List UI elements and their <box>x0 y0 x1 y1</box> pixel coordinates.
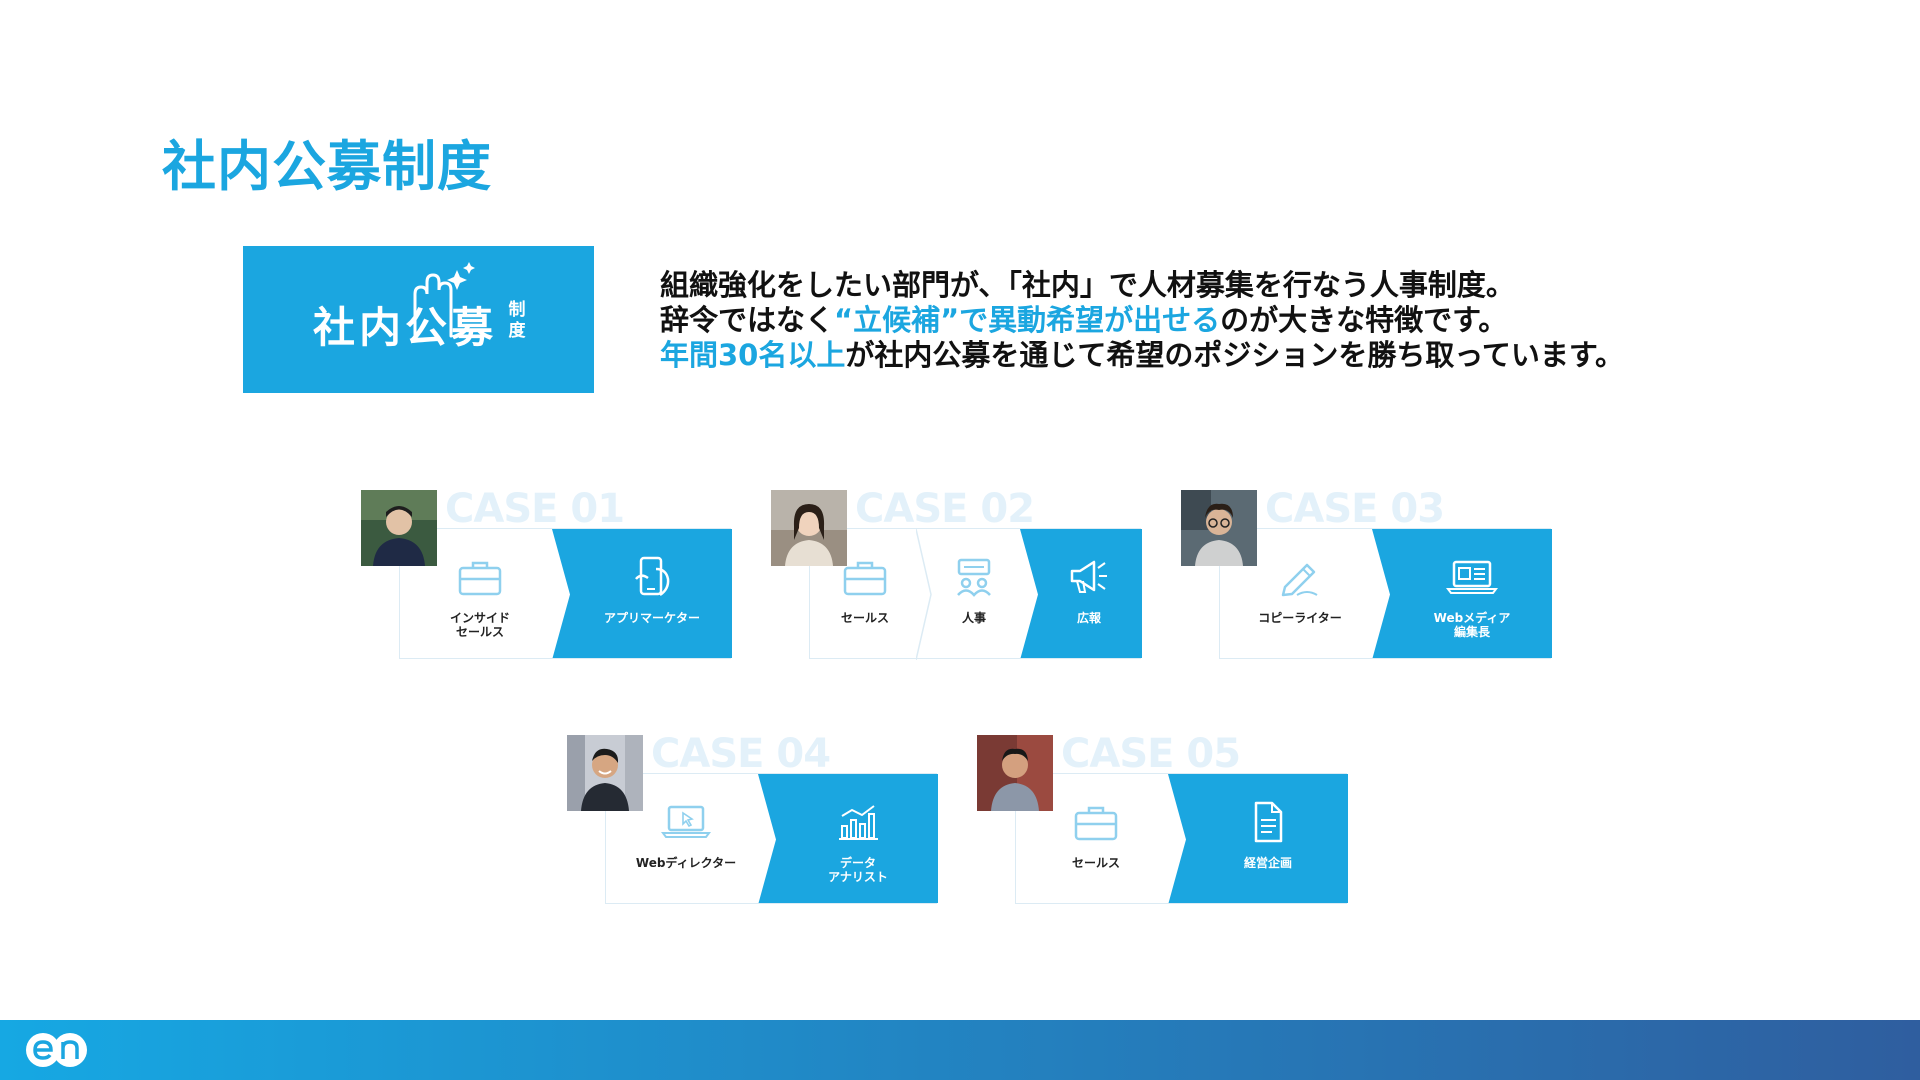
case-card-04: CASE 04 Webディレクター データ アナリスト <box>567 731 938 915</box>
news-laptop-icon <box>1446 560 1498 594</box>
career-path: Webディレクター データ アナリスト <box>605 773 938 904</box>
career-step-to: 経営企画 <box>1188 774 1348 903</box>
description: 組織強化をしたい部門が、「社内」で人材募集を行なう人事制度。 辞令ではなく“立候… <box>660 268 1810 373</box>
avatar <box>1181 490 1257 566</box>
career-step-from: セールス <box>1016 774 1176 903</box>
avatar <box>567 735 643 811</box>
description-line-3: 年間30名以上が社内公募を通じて希望のポジションを勝ち取っています。 <box>660 338 1810 373</box>
description-highlight: “立候補”で異動希望が出せる <box>834 303 1221 337</box>
career-step-from: セールス <box>810 529 920 658</box>
role-label: 広報 <box>1076 611 1101 625</box>
case-label: CASE 01 <box>445 486 625 532</box>
briefcase-icon <box>843 561 887 596</box>
role-label: インサイド セールス <box>449 611 510 639</box>
career-path: インサイド セールス アプリマーケター <box>399 528 732 659</box>
laptop-cursor-icon <box>661 805 711 838</box>
logo-main-text: 社内公募 <box>313 303 498 352</box>
description-line-2: 辞令ではなく“立候補”で異動希望が出せるのが大きな特徴です。 <box>660 303 1810 338</box>
role-label: データ アナリスト <box>828 856 888 884</box>
briefcase-icon <box>1074 806 1118 841</box>
arrow-banner <box>1168 774 1348 903</box>
program-logo: 社内公募 制度 <box>243 246 594 393</box>
role-label: 経営企画 <box>1243 856 1292 870</box>
description-text: 辞令ではなく <box>660 303 835 337</box>
avatar <box>771 490 847 566</box>
pen-icon <box>1281 563 1318 597</box>
case-card-05: CASE 05 セールス 経営企画 <box>977 731 1348 915</box>
arrow-banner <box>1020 529 1142 658</box>
document-icon <box>1254 801 1283 843</box>
career-path: セールス 人事 広報 <box>809 528 1142 660</box>
career-step-from: インサイド セールス <box>400 529 560 658</box>
role-label: セールス <box>840 611 889 625</box>
role-label: Webメディア 編集長 <box>1433 611 1511 639</box>
smartphone-icon <box>635 556 670 597</box>
case-label: CASE 04 <box>651 731 831 777</box>
description-text: のが大きな特徴です。 <box>1220 303 1508 337</box>
description-text: が社内公募を通じて希望のポジションを勝ち取っています。 <box>845 338 1625 372</box>
chevron-divider <box>916 529 932 660</box>
career-step-from: Webディレクター <box>606 774 766 903</box>
avatar <box>361 490 437 566</box>
footer-bar <box>0 1020 1920 1080</box>
career-step-to: データ アナリスト <box>778 774 938 903</box>
raised-hand-icon <box>413 262 475 340</box>
case-card-02: CASE 02 セールス 人事 広報 <box>771 486 1142 670</box>
page-title: 社内公募制度 <box>162 135 492 198</box>
career-step-middle: 人事 <box>924 529 1024 658</box>
description-text: 組織強化をしたい部門が、「社内」で人材募集を行なう人事制度。 <box>660 268 1515 302</box>
logo-sub-text: 制度 <box>508 300 526 341</box>
en-logo-icon <box>26 1033 87 1067</box>
role-label: アプリマーケター <box>603 611 700 625</box>
people-icon <box>957 558 991 597</box>
case-label: CASE 05 <box>1061 731 1241 777</box>
role-label: 人事 <box>961 611 986 625</box>
bar-chart-icon <box>839 805 878 840</box>
avatar <box>977 735 1053 811</box>
megaphone-icon <box>1070 560 1107 593</box>
role-label: コピーライター <box>1258 611 1342 625</box>
career-step-from: コピーライター <box>1220 529 1380 658</box>
description-highlight: 年間30名以上 <box>660 338 846 372</box>
career-step-to: アプリマーケター <box>572 529 732 658</box>
career-path: セールス 経営企画 <box>1015 773 1348 904</box>
description-line-1: 組織強化をしたい部門が、「社内」で人材募集を行なう人事制度。 <box>660 268 1810 303</box>
role-label: セールス <box>1071 856 1120 870</box>
briefcase-icon <box>458 561 502 596</box>
career-step-to: 広報 <box>1036 529 1142 658</box>
case-label: CASE 03 <box>1265 486 1445 532</box>
role-label: Webディレクター <box>635 856 737 870</box>
career-step-to: Webメディア 編集長 <box>1392 529 1552 658</box>
case-card-01: CASE 01 インサイド セールス アプリマーケター <box>361 486 732 670</box>
case-label: CASE 02 <box>855 486 1035 532</box>
case-card-03: CASE 03 コピーライター Webメディア 編集長 <box>1181 486 1552 670</box>
career-path: コピーライター Webメディア 編集長 <box>1219 528 1552 659</box>
